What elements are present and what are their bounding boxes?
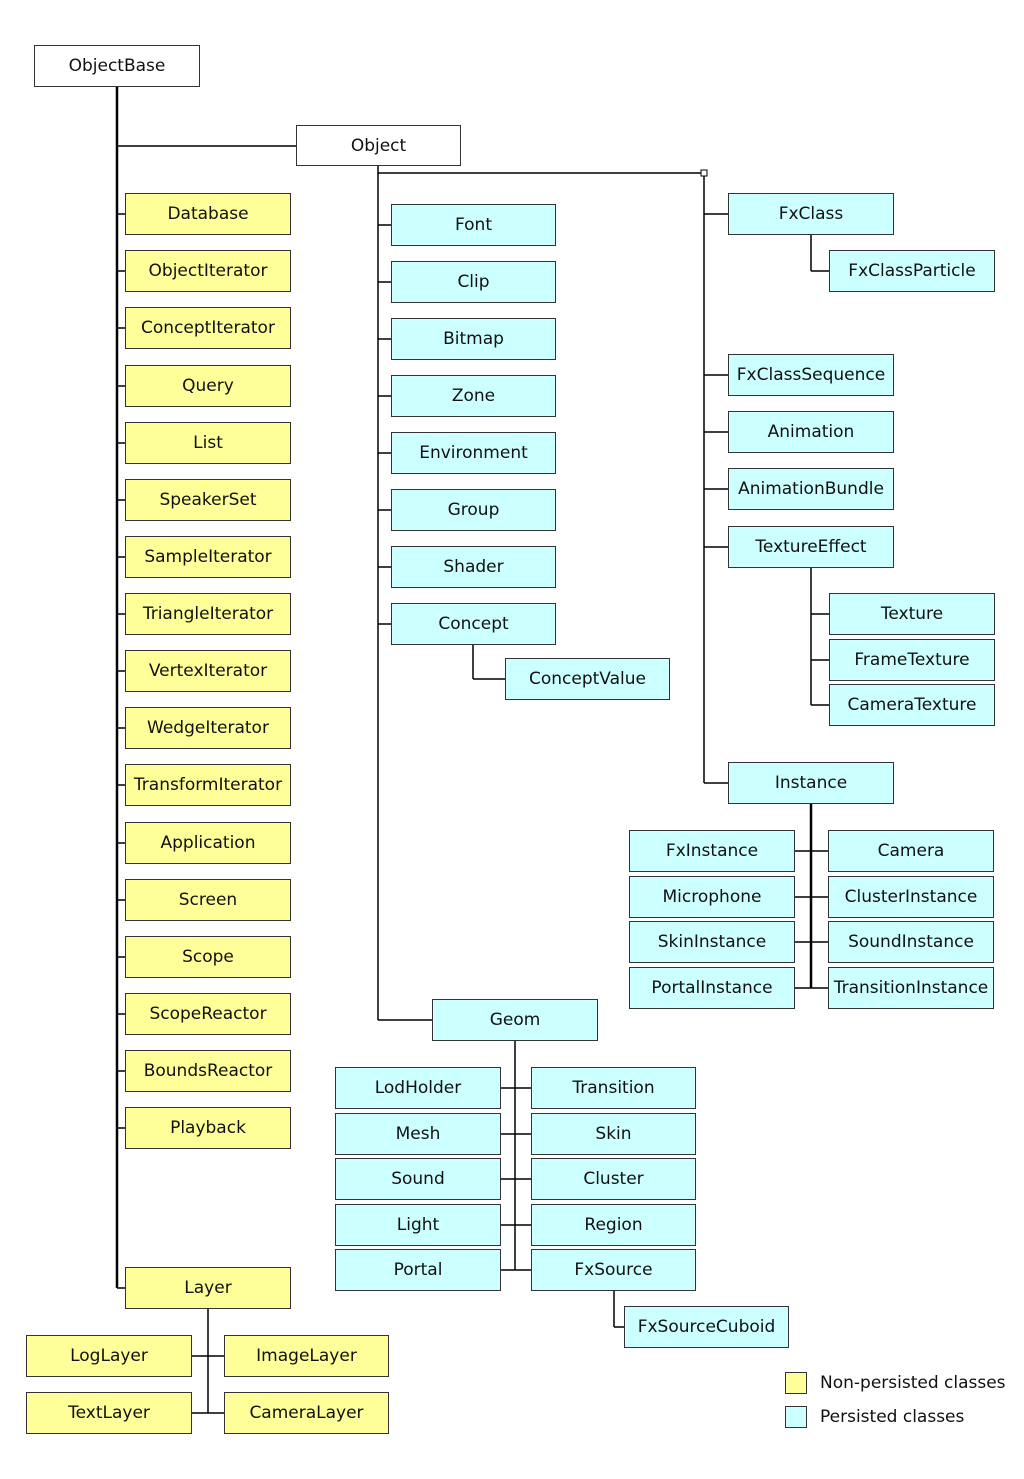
texture-effect-node: TextureEffect bbox=[728, 526, 894, 568]
concept-iterator-node: ConceptIterator bbox=[125, 307, 291, 349]
image-layer-node: ImageLayer bbox=[224, 1335, 389, 1377]
camera-layer-node: CameraLayer bbox=[224, 1392, 389, 1434]
screen-node: Screen bbox=[125, 879, 291, 921]
geom-node: Geom bbox=[432, 999, 598, 1041]
cluster-instance-node: ClusterInstance bbox=[828, 876, 994, 918]
instance-node: Instance bbox=[728, 762, 894, 804]
playback-node: Playback bbox=[125, 1107, 291, 1149]
bitmap-node: Bitmap bbox=[391, 318, 556, 360]
microphone-node: Microphone bbox=[629, 876, 795, 918]
portal-instance-node: PortalInstance bbox=[629, 967, 795, 1009]
triangle-iterator-node: TriangleIterator bbox=[125, 593, 291, 635]
legend-persisted-swatch bbox=[785, 1406, 807, 1428]
legend-persisted-label: Persisted classes bbox=[820, 1407, 965, 1427]
bounds-reactor-node: BoundsReactor bbox=[125, 1050, 291, 1092]
legend-non-persisted-label: Non-persisted classes bbox=[820, 1373, 1006, 1393]
fx-source-cuboid-node: FxSourceCuboid bbox=[624, 1306, 789, 1348]
fx-class-sequence-node: FxClassSequence bbox=[728, 354, 894, 396]
concept-node: Concept bbox=[391, 603, 556, 645]
sound-instance-node: SoundInstance bbox=[828, 921, 994, 963]
cluster-node: Cluster bbox=[531, 1158, 696, 1200]
transition-node: Transition bbox=[531, 1067, 696, 1109]
camera-texture-node: CameraTexture bbox=[829, 684, 995, 726]
fx-source-node: FxSource bbox=[531, 1249, 696, 1291]
transition-instance-node: TransitionInstance bbox=[828, 967, 994, 1009]
scope-node: Scope bbox=[125, 936, 291, 978]
object-iterator-node: ObjectIterator bbox=[125, 250, 291, 292]
transform-iterator-node: TransformIterator bbox=[125, 764, 291, 806]
log-layer-node: LogLayer bbox=[26, 1335, 192, 1377]
animation-node: Animation bbox=[728, 411, 894, 453]
database-node: Database bbox=[125, 193, 291, 235]
fx-class-node: FxClass bbox=[728, 193, 894, 235]
lod-holder-node: LodHolder bbox=[335, 1067, 501, 1109]
sample-iterator-node: SampleIterator bbox=[125, 536, 291, 578]
zone-node: Zone bbox=[391, 375, 556, 417]
shader-node: Shader bbox=[391, 546, 556, 588]
texture-node: Texture bbox=[829, 593, 995, 635]
fx-class-particle-node: FxClassParticle bbox=[829, 250, 995, 292]
region-node: Region bbox=[531, 1204, 696, 1246]
speaker-set-node: SpeakerSet bbox=[125, 479, 291, 521]
concept-value-node: ConceptValue bbox=[505, 658, 670, 700]
wedge-iterator-node: WedgeIterator bbox=[125, 707, 291, 749]
camera-node: Camera bbox=[828, 830, 994, 872]
clip-node: Clip bbox=[391, 261, 556, 303]
text-layer-node: TextLayer bbox=[26, 1392, 192, 1434]
group-node: Group bbox=[391, 489, 556, 531]
layer-node: Layer bbox=[125, 1267, 291, 1309]
skin-node: Skin bbox=[531, 1113, 696, 1155]
sound-node: Sound bbox=[335, 1158, 501, 1200]
mesh-node: Mesh bbox=[335, 1113, 501, 1155]
font-node: Font bbox=[391, 204, 556, 246]
object-node: Object bbox=[296, 125, 461, 166]
skin-instance-node: SkinInstance bbox=[629, 921, 795, 963]
object-base-node: ObjectBase bbox=[34, 45, 200, 87]
vertex-iterator-node: VertexIterator bbox=[125, 650, 291, 692]
legend-non-persisted-swatch bbox=[785, 1372, 807, 1394]
scope-reactor-node: ScopeReactor bbox=[125, 993, 291, 1035]
environment-node: Environment bbox=[391, 432, 556, 474]
animation-bundle-node: AnimationBundle bbox=[728, 468, 894, 510]
portal-node: Portal bbox=[335, 1249, 501, 1291]
light-node: Light bbox=[335, 1204, 501, 1246]
query-node: Query bbox=[125, 365, 291, 407]
list-node: List bbox=[125, 422, 291, 464]
fx-instance-node: FxInstance bbox=[629, 830, 795, 872]
frame-texture-node: FrameTexture bbox=[829, 639, 995, 681]
application-node: Application bbox=[125, 822, 291, 864]
